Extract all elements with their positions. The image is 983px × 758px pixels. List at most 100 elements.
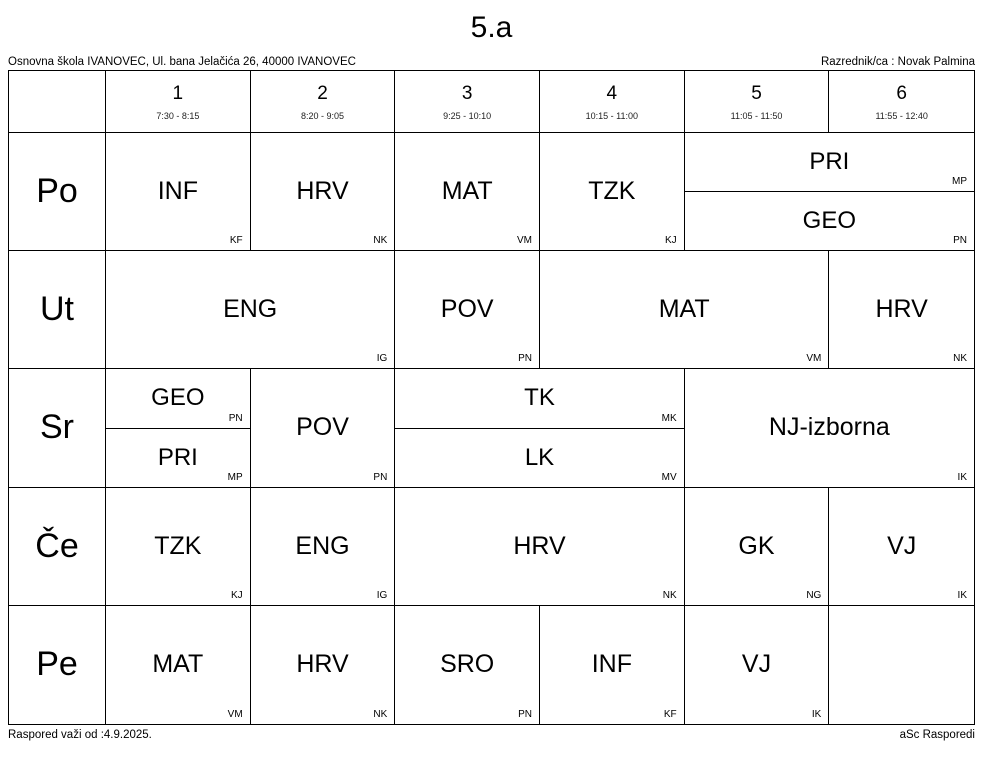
lesson-sr-2: POV PN	[250, 369, 396, 488]
period-time: 10:15 - 11:00	[585, 110, 639, 121]
lesson-ut-3: POV PN	[395, 251, 540, 370]
subject: HRV	[296, 650, 349, 679]
subject: POV	[296, 413, 349, 442]
lesson-ut-6: HRV NK	[829, 251, 974, 370]
period-time: 11:55 - 12:40	[875, 110, 928, 121]
lesson-pe-3: SRO PN	[395, 605, 540, 724]
header-bar: Osnovna škola IVANOVEC, Ul. bana Jelačić…	[8, 56, 975, 70]
timetable-grid: 1 7:30 - 8:15 2 8:20 - 9:05 3 9:25 - 10:…	[8, 70, 975, 725]
lesson-sr-5-6: NJ-izborna IK	[684, 369, 974, 488]
subject: PRI	[157, 443, 198, 471]
teacher-code: KF	[663, 708, 677, 720]
lesson-po-2: HRV NK	[250, 133, 396, 252]
period-header-4: 4 10:15 - 11:00	[540, 71, 685, 133]
lesson-pe-4: INF KF	[540, 605, 685, 724]
teacher-code: IK	[811, 708, 822, 720]
subject: TZK	[154, 531, 202, 560]
lesson-sr-34-top: TK MK	[395, 369, 684, 429]
lesson-sr-1-top: GEO PN	[106, 369, 250, 429]
day-label-ut: Ut	[9, 251, 106, 370]
period-number: 4	[606, 82, 618, 104]
lesson-ut-1-2: ENG IG	[106, 251, 396, 370]
lesson-sr-1-bottom: PRI MP	[106, 429, 250, 487]
subject: MAT	[658, 295, 710, 324]
teacher-code: PN	[518, 708, 532, 720]
subject: SRO	[440, 650, 495, 679]
subject: GEO	[802, 207, 856, 235]
teacher-code: IK	[957, 589, 967, 601]
school-name: Osnovna škola IVANOVEC, Ul. bana Jelačić…	[8, 56, 356, 68]
lesson-po-56-top: PRI MP	[684, 133, 974, 193]
lesson-po-56-bottom: GEO PN	[685, 192, 974, 250]
teacher-code: PN	[953, 235, 967, 247]
subject: ENG	[295, 531, 350, 560]
teacher-code: PN	[373, 471, 388, 483]
teacher-code: KJ	[230, 589, 243, 601]
period-header-3: 3 9:25 - 10:10	[395, 71, 540, 133]
period-number: 5	[751, 82, 762, 104]
period-header-6: 6 11:55 - 12:40	[829, 71, 974, 133]
page-title: 5.a	[470, 11, 513, 44]
lesson-sr-1: GEO PN PRI MP	[106, 369, 251, 488]
teacher-code: NK	[373, 708, 388, 720]
teacher-code: MP	[227, 471, 243, 483]
period-number: 1	[172, 82, 184, 104]
lesson-pe-6-empty	[829, 605, 974, 724]
day-label-ce: Če	[9, 487, 106, 606]
day-label-pe: Pe	[9, 605, 106, 724]
lesson-pe-5: VJ IK	[684, 605, 830, 724]
period-header-2: 2 8:20 - 9:05	[250, 71, 396, 133]
period-number: 2	[317, 82, 328, 104]
subject: POV	[440, 295, 494, 324]
teacher-code: KJ	[664, 235, 677, 247]
teacher-code: NK	[373, 235, 388, 247]
lesson-po-3: MAT VM	[395, 133, 540, 252]
teacher-code: MP	[952, 176, 967, 188]
teacher-code: IK	[957, 471, 967, 483]
teacher-code: PN	[228, 412, 243, 424]
subject: GK	[738, 531, 775, 560]
teacher-code: IG	[376, 589, 388, 601]
lesson-ce-2: ENG IG	[250, 487, 396, 606]
day-label-sr: Sr	[9, 369, 106, 488]
teacher-code: NK	[662, 589, 677, 601]
subject: ENG	[223, 295, 278, 324]
corner-cell	[9, 71, 106, 133]
subject: TK	[524, 384, 555, 412]
subject: HRV	[513, 531, 566, 560]
lesson-pe-1: MAT VM	[106, 605, 251, 724]
lesson-sr-3-4: TK MK LK MV	[395, 369, 685, 488]
lesson-ce-6: VJ IK	[829, 487, 974, 606]
period-time: 8:20 - 9:05	[300, 110, 344, 121]
class-teacher: Razrednik/ca : Novak Palmina	[820, 56, 975, 68]
period-number: 6	[896, 82, 907, 104]
teacher-code: MK	[661, 412, 677, 424]
teacher-code: VM	[227, 708, 243, 720]
subject: TZK	[588, 177, 636, 206]
subject: VJ	[887, 531, 917, 560]
subject: INF	[157, 177, 198, 206]
teacher-code: NG	[806, 589, 822, 601]
lesson-ut-4-5: MAT VM	[540, 251, 830, 370]
footer-bar: Raspored važi od :4.9.2025. aSc Raspored…	[8, 729, 975, 741]
teacher-code: PN	[518, 353, 532, 365]
subject: HRV	[296, 177, 349, 206]
footer-valid-from: Raspored važi od :4.9.2025.	[8, 729, 152, 741]
subject: VJ	[741, 650, 772, 679]
teacher-code: IG	[376, 353, 388, 365]
lesson-po-4: TZK KJ	[540, 133, 685, 252]
lesson-po-1: INF KF	[106, 133, 251, 252]
teacher-code: VM	[517, 235, 532, 247]
subject: HRV	[875, 295, 928, 324]
lesson-ce-3-4: HRV NK	[395, 487, 685, 606]
day-label-po: Po	[9, 133, 106, 252]
teacher-code: MV	[661, 471, 677, 483]
period-number: 3	[461, 82, 473, 104]
subject: LK	[524, 443, 555, 471]
teacher-code: VM	[806, 353, 822, 365]
period-header-1: 1 7:30 - 8:15	[106, 71, 251, 133]
subject: GEO	[151, 384, 205, 412]
lesson-ce-1: TZK KJ	[106, 487, 251, 606]
subject: PRI	[809, 148, 850, 176]
subject: MAT	[441, 177, 493, 206]
